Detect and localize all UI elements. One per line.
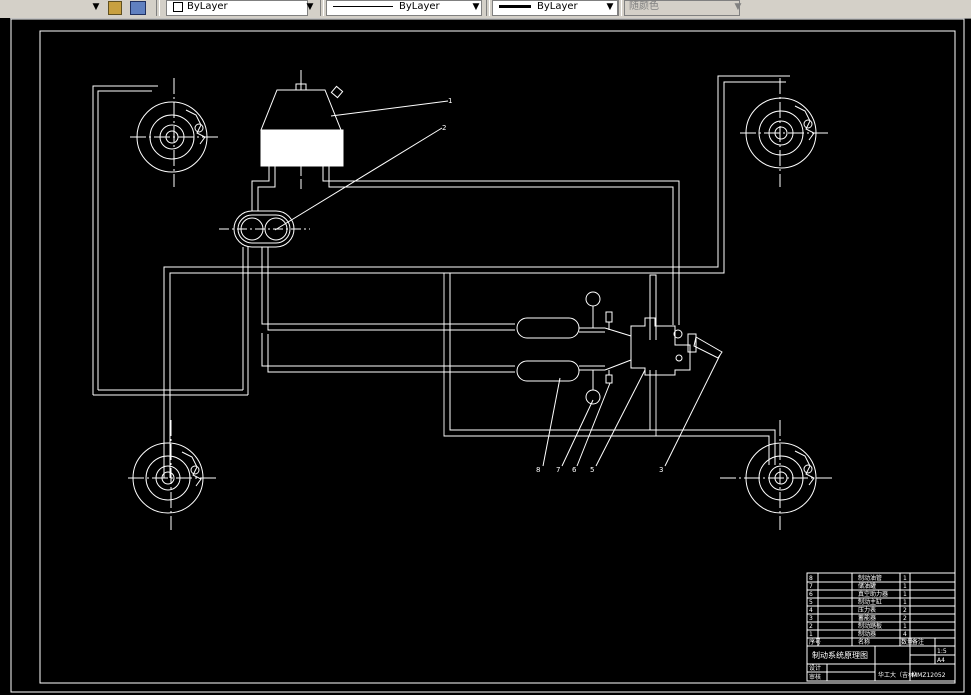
toolbar-separator xyxy=(618,0,622,16)
parts-row-no: 6 xyxy=(809,591,813,598)
color-swatch-icon xyxy=(173,2,183,12)
drawing-number: MMZ12052 xyxy=(912,672,946,679)
parts-row-name: 制动油管 xyxy=(858,574,882,582)
accumulator-lower xyxy=(516,360,605,382)
parts-row-qty: 1 xyxy=(903,591,907,598)
parts-row-name: 真空助力器 xyxy=(858,590,888,598)
lineweight-dropdown-arrow-icon[interactable]: ▼ xyxy=(606,2,614,12)
plot-style-control: 随颜色 xyxy=(624,0,740,16)
dropdown-arrow-icon[interactable]: ▼ xyxy=(92,2,100,12)
parts-header-name: 名称 xyxy=(858,638,870,646)
parts-row-qty: 1 xyxy=(903,575,907,582)
parts-row-no: 2 xyxy=(809,623,813,630)
parts-row-no: 7 xyxy=(809,583,813,590)
properties-toolbar: ▼ ByLayer ▼ ByLayer ▼ ByLayer ▼ 随颜色 ▼ xyxy=(0,0,971,19)
callout-number: 3 xyxy=(659,466,663,474)
parts-row-no: 8 xyxy=(809,575,813,582)
parts-row-no: 5 xyxy=(809,599,813,606)
callout-number: 7 xyxy=(556,466,560,474)
toolbar-separator xyxy=(156,0,160,16)
parts-row-name: 压力表 xyxy=(858,606,876,614)
sheet-size: A4 xyxy=(937,657,945,664)
lineweight-control-label: ByLayer xyxy=(537,1,578,12)
parts-row-name: 制动踏板 xyxy=(858,622,882,630)
parts-row-no: 3 xyxy=(809,615,813,622)
lineweight-control[interactable]: ByLayer xyxy=(492,0,618,16)
parts-row-name: 蓄能器 xyxy=(858,614,876,622)
callout-leaders xyxy=(274,100,721,467)
parts-header-remarks: 备注 xyxy=(912,638,924,646)
layer-states-icon[interactable] xyxy=(108,1,122,15)
title-block: 8 制动油管 1 7 储油罐 1 6 真空助力器 1 5 制动主缸 1 4 压力… xyxy=(806,572,956,682)
parts-row-qty: 4 xyxy=(903,631,907,638)
color-control-label: ByLayer xyxy=(187,1,228,12)
color-dropdown-arrow-icon[interactable]: ▼ xyxy=(306,2,314,12)
viewport-left-edge xyxy=(0,18,10,695)
drawing-title: 制动系统原理图 xyxy=(812,650,868,660)
accumulator-upper xyxy=(516,317,605,339)
callout-number: 5 xyxy=(590,466,594,474)
parts-row-name: 储油罐 xyxy=(858,582,876,590)
callout-number: 2 xyxy=(442,124,446,132)
parts-row-qty: 1 xyxy=(903,583,907,590)
parts-row-name: 制动主缸 xyxy=(858,598,882,606)
wheel-brake-front-right xyxy=(740,78,830,187)
linetype-dropdown-arrow-icon[interactable]: ▼ xyxy=(472,2,480,12)
sheet-outer-border xyxy=(10,18,965,693)
parts-row-name: 制动器 xyxy=(858,630,876,638)
parts-row-no: 4 xyxy=(809,607,813,614)
linetype-control[interactable]: ByLayer xyxy=(326,0,482,16)
color-control[interactable]: ByLayer xyxy=(166,0,308,16)
linetype-control-label: ByLayer xyxy=(399,1,440,12)
parts-header-no: 序号 xyxy=(809,638,821,646)
scale-value: 1:5 xyxy=(937,648,947,655)
sheet-inner-border xyxy=(39,30,956,684)
brake-pump xyxy=(219,210,310,248)
fluid-reservoir xyxy=(260,70,344,190)
parts-header-qty: 数量 xyxy=(901,638,913,646)
parts-row-qty: 2 xyxy=(903,607,907,614)
layer-previous-icon[interactable] xyxy=(130,1,146,15)
toolbar-separator xyxy=(320,0,324,16)
reviewer-label: 审核 xyxy=(809,673,821,681)
parts-row-qty: 1 xyxy=(903,623,907,630)
wheel-brake-rear-left xyxy=(128,420,216,530)
pressure-gauge-upper xyxy=(585,291,613,330)
brake-pipes xyxy=(92,75,790,478)
parts-row-qty: 1 xyxy=(903,599,907,606)
wheel-brake-rear-right xyxy=(720,420,835,530)
control-valve xyxy=(604,317,723,376)
parts-row-qty: 2 xyxy=(903,615,907,622)
lineweight-sample-icon xyxy=(499,4,531,8)
toolbar-separator xyxy=(486,0,490,16)
plot-style-control-label: 随颜色 xyxy=(629,1,659,12)
callout-number: 6 xyxy=(572,466,577,474)
linetype-sample-icon xyxy=(333,5,393,7)
designer-label: 设计 xyxy=(809,664,821,672)
plot-style-dropdown-arrow-icon: ▼ xyxy=(734,2,742,12)
callout-number: 1 xyxy=(448,97,452,105)
callout-number: 8 xyxy=(536,466,540,474)
drawing-canvas[interactable]: 1 2 8 7 6 5 3 xyxy=(0,18,971,695)
pressure-gauge-lower xyxy=(585,370,613,405)
school-name: 华工大（吉林） xyxy=(878,671,920,679)
wheel-brake-front-left xyxy=(130,78,218,187)
parts-row-no: 1 xyxy=(809,631,813,638)
